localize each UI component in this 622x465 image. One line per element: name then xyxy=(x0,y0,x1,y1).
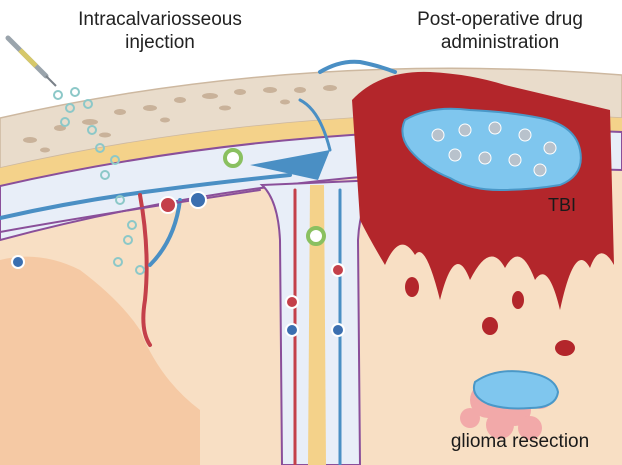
drug-label-line1: Post-operative drug xyxy=(380,8,620,31)
tbi-label: TBI xyxy=(548,194,576,217)
drug-label-line2: administration xyxy=(380,31,620,54)
drug-administration-label: Post-operative drug administration xyxy=(380,8,620,54)
injection-label: Intracalvariosseous injection xyxy=(40,8,280,54)
injection-label-line1: Intracalvariosseous xyxy=(40,8,280,31)
glioma-hydrogel xyxy=(474,371,558,408)
glioma-resection-label: glioma resection xyxy=(430,430,610,453)
injection-label-line2: injection xyxy=(40,31,280,54)
